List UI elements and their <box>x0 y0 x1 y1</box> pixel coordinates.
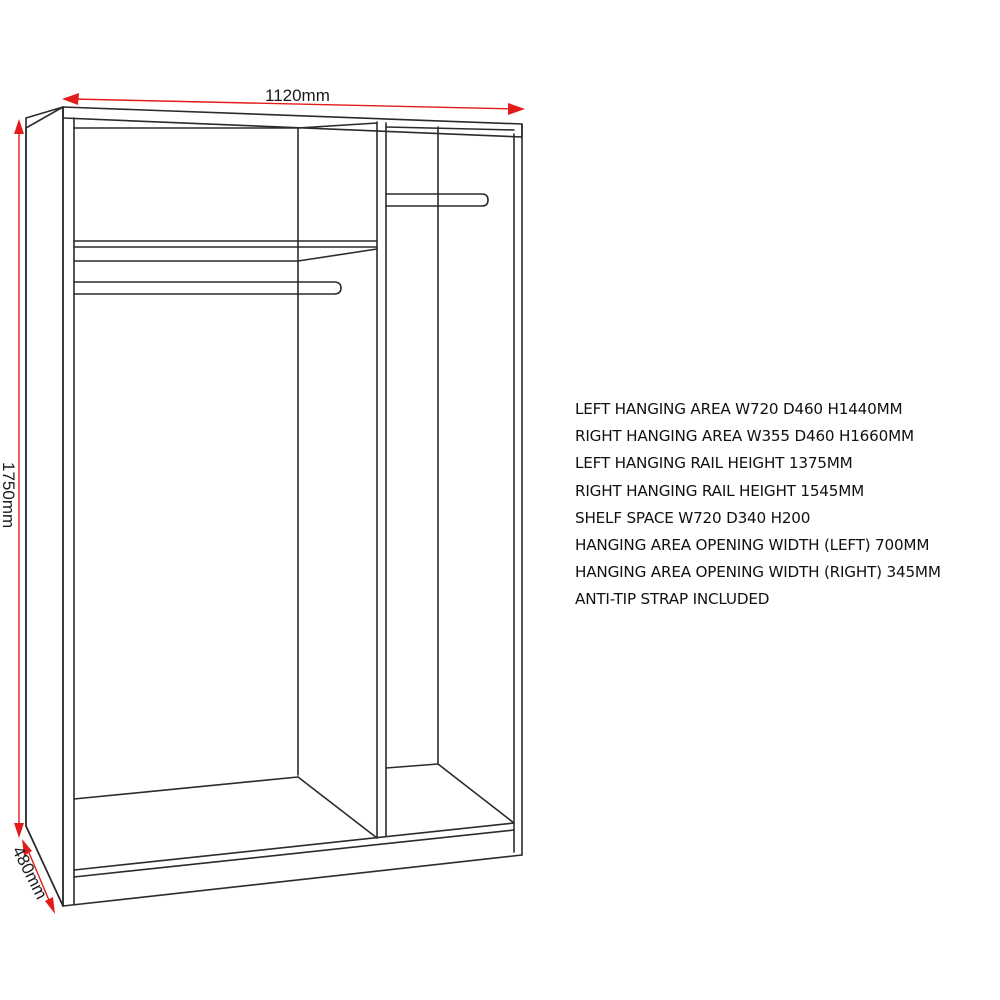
spec-item: LEFT HANGING RAIL HEIGHT 1375MM <box>575 454 853 473</box>
height-label: 1750mm <box>0 462 18 528</box>
right-hanging-rail <box>385 193 489 207</box>
spec-item: SHELF SPACE W720 D340 H200 <box>575 508 811 527</box>
width-label: 1120mm <box>265 86 330 105</box>
spec-list: LEFT HANGING AREA W720 D460 H1440MM RIGH… <box>575 396 941 614</box>
base-plinth <box>25 822 523 907</box>
spec-item: HANGING AREA OPENING WIDTH (LEFT) 700MM <box>575 535 930 554</box>
wardrobe-carcass <box>25 106 523 907</box>
left-hanging-rail <box>73 281 342 295</box>
height-dimension: 1750mm <box>0 119 24 838</box>
spec-item: LEFT HANGING AREA W720 D460 H1440MM <box>575 400 903 418</box>
shelf <box>73 240 378 262</box>
left-side-panel <box>25 106 64 907</box>
depth-dimension: 480mm <box>8 839 55 914</box>
depth-label: 480mm <box>8 843 51 902</box>
spec-item: ANTI-TIP STRAP INCLUDED <box>575 590 770 609</box>
top-panel <box>62 106 523 138</box>
width-dimension: 1120mm <box>62 86 525 115</box>
spec-item: RIGHT HANGING RAIL HEIGHT 1545MM <box>575 481 865 500</box>
spec-item: HANGING AREA OPENING WIDTH (RIGHT) 345MM <box>575 563 941 582</box>
spec-item: RIGHT HANGING AREA W355 D460 H1660MM <box>575 427 914 446</box>
center-divider <box>376 121 387 839</box>
